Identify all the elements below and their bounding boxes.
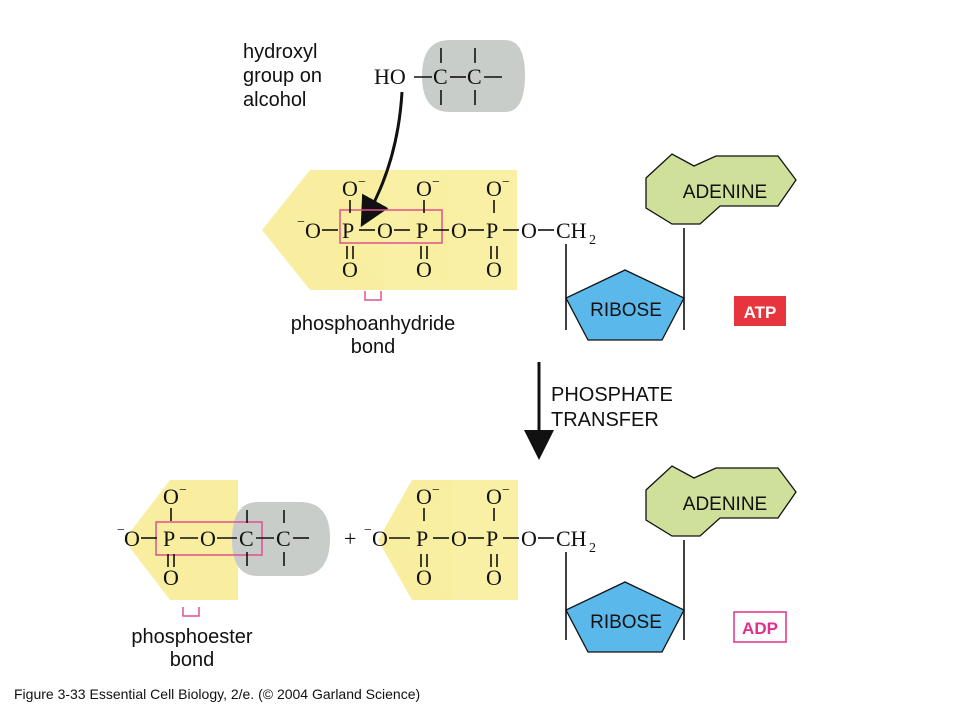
figure-caption: Figure 3-33 Essential Cell Biology, 2/e.… (14, 686, 420, 702)
atp-badge-label: ATP (744, 303, 777, 322)
svg-text:2: 2 (589, 541, 596, 556)
bridge-oxygen-1: O (377, 218, 393, 243)
svg-text:C: C (276, 526, 291, 551)
svg-text:O: O (163, 565, 179, 590)
svg-text:O: O (124, 526, 140, 551)
nucleophilic-attack-arrow (360, 91, 404, 228)
svg-text:O: O (416, 484, 432, 509)
svg-text:−: − (502, 483, 510, 498)
p1-oxygen-top: O (342, 176, 358, 201)
adp-phosphate-chevron-2 (404, 480, 518, 600)
p2-oxygen-top: O (416, 176, 432, 201)
ribose-shape-bottom (565, 581, 685, 653)
svg-text:O: O (521, 526, 537, 551)
phosphoanhydride-bracket (364, 291, 382, 301)
hydroxyl-label-line2: group on (243, 65, 322, 87)
ribose-label-bottom: RIBOSE (590, 612, 662, 633)
svg-text:O: O (486, 565, 502, 590)
adenine-shape-bottom (645, 465, 797, 537)
adp-phosphorus-1: P (416, 526, 428, 551)
svg-text:−: − (297, 215, 305, 230)
hydroxyl-ho: HO (374, 64, 406, 89)
svg-text:2: 2 (589, 233, 596, 248)
svg-text:O: O (163, 484, 179, 509)
phosphoester-phosphorus: P (163, 526, 175, 551)
hydroxyl-label-line3: alcohol (243, 89, 306, 111)
phosphate-transfer-label-line1: PHOSPHATE (551, 384, 673, 406)
phosphorus-2: P (416, 218, 428, 243)
phosphoanhydride-bond-box (339, 209, 443, 244)
svg-text:−: − (179, 483, 187, 498)
p2-oxygen-bottom: O (416, 257, 432, 282)
phosphate-chevron-3 (402, 170, 517, 290)
adp-ch2-group: CH (556, 526, 587, 551)
phosphoester-label-line1: phosphoester (131, 626, 253, 648)
adenine-label-top: ADENINE (683, 182, 767, 203)
atp-ribose-links (565, 228, 685, 330)
adp-phosphate-chain: − O O − P O O O − P O O CH 2 (364, 483, 596, 590)
atp-phosphate-chain: − O O − P O O O − P O O O − P O O CH 2 (297, 175, 596, 282)
terminal-oxygen: O (305, 218, 321, 243)
phosphorus-3: P (486, 218, 498, 243)
phosphate-transfer-label-line2: TRANSFER (551, 409, 659, 431)
svg-text:−: − (358, 175, 366, 190)
phosphoanhydride-label-line2: bond (351, 336, 396, 358)
svg-text:O: O (372, 526, 388, 551)
p3-oxygen-top: O (486, 176, 502, 201)
phosphoester-bracket (182, 607, 200, 617)
alcohol-carbon-chain-blob (422, 40, 525, 112)
svg-text:−: − (502, 175, 510, 190)
ch2-group: CH (556, 218, 587, 243)
phosphoester-phosphate-chevron (124, 480, 238, 600)
ribose-shape-top (565, 269, 685, 341)
p3-oxygen-bottom: O (486, 257, 502, 282)
adenine-label-bottom: ADENINE (683, 494, 767, 515)
svg-text:−: − (432, 175, 440, 190)
svg-text:O: O (486, 484, 502, 509)
svg-text:O: O (416, 565, 432, 590)
svg-text:−: − (364, 523, 372, 538)
bridge-oxygen-3: O (521, 218, 537, 243)
svg-text:C: C (239, 526, 254, 551)
plus-sign: + (344, 526, 356, 551)
svg-text:−: − (432, 483, 440, 498)
alcohol-carbon-1: C (433, 64, 448, 89)
adp-badge (733, 611, 787, 643)
phosphoester-structure: − O O − P O O C C (117, 483, 309, 590)
alcohol-blob-bottom (232, 502, 330, 576)
adp-ribose-links (565, 540, 685, 640)
svg-text:−: − (117, 523, 125, 538)
bridge-oxygen-2: O (451, 218, 467, 243)
phosphorus-1: P (342, 218, 354, 243)
ribose-label-top: RIBOSE (590, 300, 662, 321)
svg-text:O: O (451, 526, 467, 551)
hydroxyl-label: hydroxyl group on alcohol (243, 41, 322, 111)
ester-oxygen: O (200, 526, 216, 551)
hydroxyl-label-line1: hydroxyl (243, 41, 317, 63)
p1-oxygen-bottom: O (342, 257, 358, 282)
adp-phosphate-group (378, 480, 518, 600)
adp-phosphorus-2: P (486, 526, 498, 551)
phosphoester-label-line2: bond (170, 649, 215, 671)
alcohol-structure: HO C C (374, 48, 502, 105)
atp-badge (734, 296, 786, 326)
phosphoanhydride-label-line1: phosphoanhydride (291, 313, 456, 335)
adp-badge-label: ADP (742, 619, 778, 638)
alcohol-carbon-2: C (467, 64, 482, 89)
adenine-shape-top (645, 153, 797, 225)
